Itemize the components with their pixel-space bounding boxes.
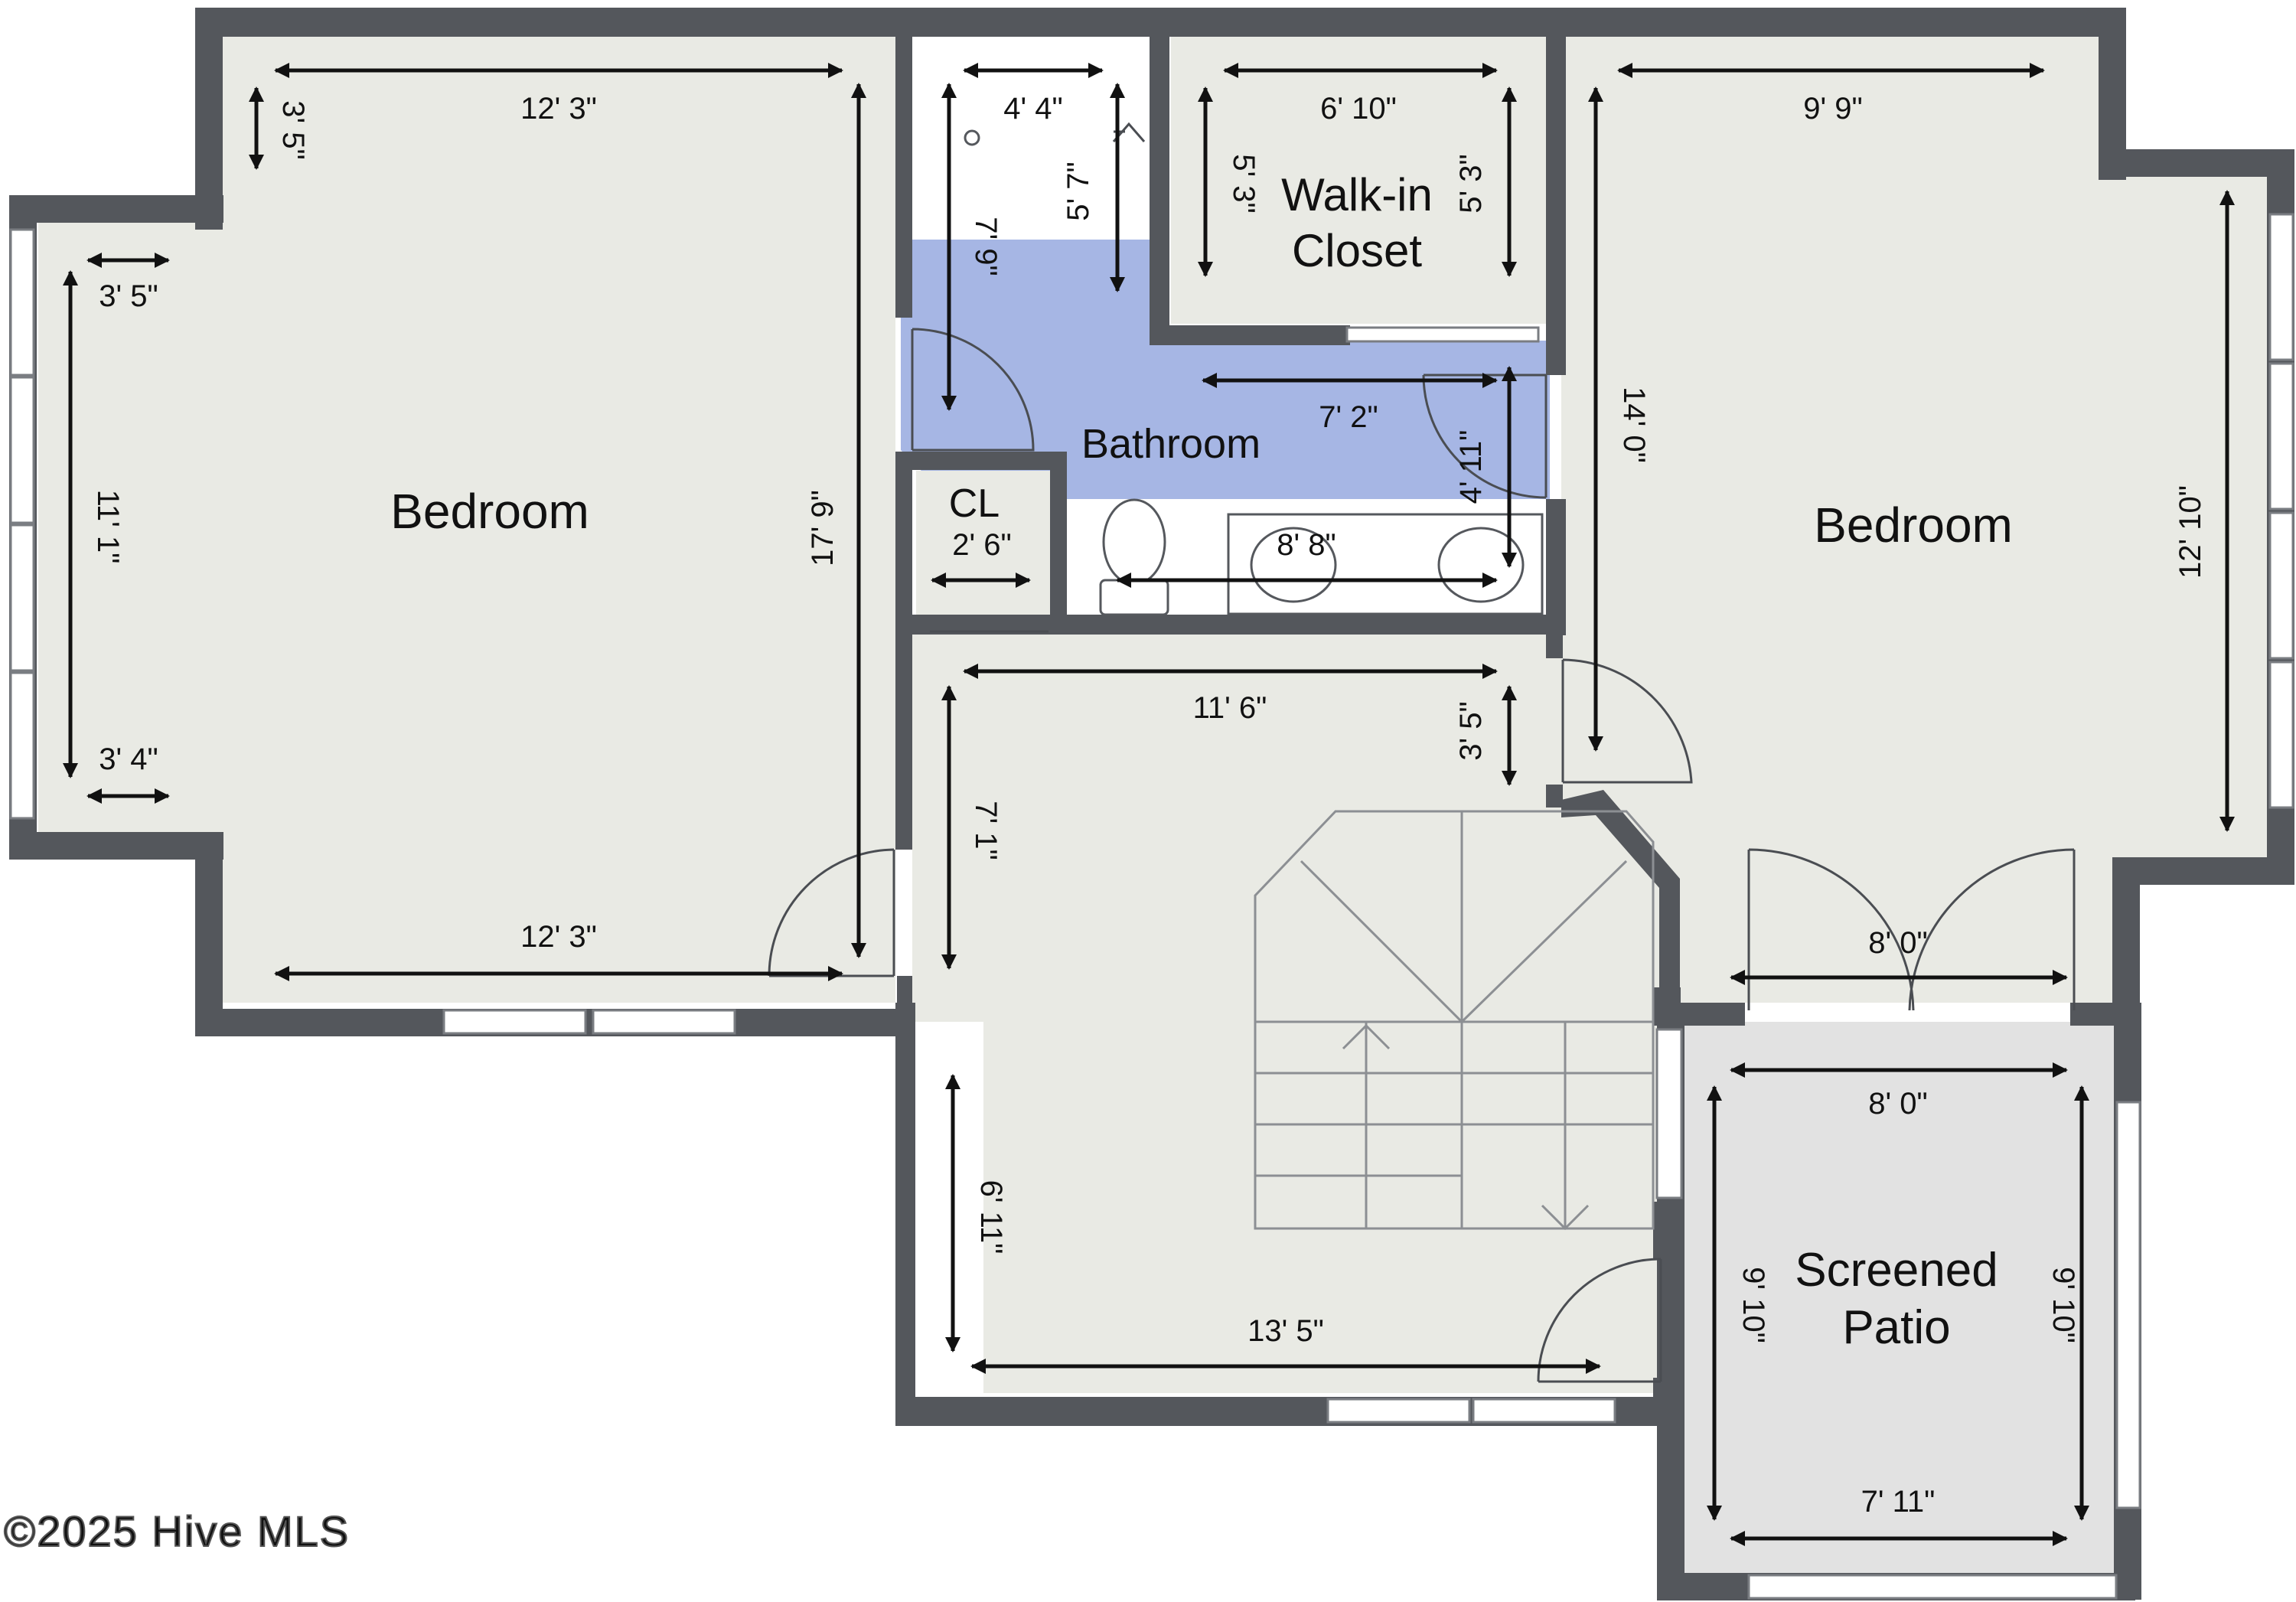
dim-walkin-width: 6' 10"	[1320, 92, 1397, 126]
dim-left-bed-bay-height: 11' 1"	[91, 490, 125, 564]
dim-right-bed-height: 14' 0"	[1617, 387, 1651, 463]
shower-drain	[964, 129, 980, 146]
floor-right-bedroom	[1561, 37, 2273, 1003]
dimension-lines	[63, 63, 2235, 1546]
floor-shower	[916, 37, 1150, 240]
dim-bath-width: 7' 2"	[1319, 400, 1378, 434]
dim-closet-width: 2' 6"	[952, 528, 1011, 562]
windows	[9, 213, 2294, 1600]
dim-shower-width: 4' 4"	[1003, 92, 1062, 126]
room-label-right-bedroom: Bedroom	[1814, 498, 2013, 553]
dim-left-bed-bay-top: 3' 5"	[99, 279, 158, 313]
dim-left-bed-top: 12' 3"	[520, 92, 597, 126]
room-label-walk-in-line1: Walk-in	[1281, 169, 1433, 220]
dim-walkin-right-height: 5' 3"	[1454, 154, 1488, 213]
floor-left-bedroom	[38, 37, 895, 1003]
dim-left-bed-bay-bottom: 3' 4"	[99, 742, 158, 776]
toilet-tank	[1099, 579, 1169, 616]
stair-up-arrow-icon	[1342, 1023, 1391, 1050]
floor-screened-patio	[1684, 1022, 2116, 1584]
dim-walkin-left-height: 5' 3"	[1227, 154, 1261, 213]
dim-hall-bottom-width: 13' 5"	[1247, 1314, 1324, 1348]
room-label-patio-line1: Screened	[1795, 1244, 1998, 1297]
staircase	[1254, 810, 1655, 1231]
dim-bath-right-height: 4' 11"	[1454, 430, 1488, 504]
dim-right-bed-top: 9' 9"	[1803, 92, 1862, 126]
dim-patio-right: 9' 10"	[2047, 1267, 2080, 1343]
dim-hall-height: 7' 1"	[969, 801, 1003, 860]
floor-closet	[916, 471, 1052, 615]
room-label-patio-line2: Patio	[1842, 1301, 1950, 1354]
stair-down-arrow-icon	[1541, 1204, 1590, 1231]
dim-vanity-width: 8' 8"	[1277, 528, 1336, 562]
room-label-walk-in-line2: Closet	[1292, 225, 1422, 276]
dimension-labels: 12' 3" 3' 5" 3' 5" 11' 1" 3' 4" 17' 9" 1…	[91, 92, 2207, 1519]
dim-patio-door: 8' 0"	[1868, 926, 1927, 960]
room-label-closet: CL	[949, 481, 1000, 526]
dim-bath-height: 7' 9"	[969, 217, 1003, 276]
dim-hall-top-width: 11' 6"	[1193, 691, 1267, 725]
floors	[38, 37, 2273, 1584]
dim-patio-left: 9' 10"	[1737, 1267, 1770, 1343]
room-labels: Bedroom Bathroom CL Walk-in Closet Bedro…	[390, 169, 2013, 1354]
copyright-watermark: ©2025 Hive MLS	[4, 1507, 350, 1555]
dim-patio-top: 8' 0"	[1868, 1087, 1927, 1121]
floor-hallway	[912, 634, 1668, 1393]
dim-hall-notch: 3' 5"	[1454, 701, 1488, 760]
dim-left-bed-bottom: 12' 3"	[520, 920, 597, 954]
room-label-left-bedroom: Bedroom	[390, 484, 589, 539]
floor-walk-in-closet	[1171, 37, 1546, 324]
dim-hall-lower-height: 6' 11"	[974, 1180, 1008, 1255]
room-label-bathroom: Bathroom	[1081, 421, 1261, 467]
dim-left-bed-height: 17' 9"	[806, 490, 840, 566]
dim-shower-depth: 5' 7"	[1062, 162, 1095, 220]
toilet-bowl	[1102, 498, 1166, 586]
dim-patio-bottom: 7' 11"	[1861, 1485, 1936, 1519]
dim-right-bed-bay: 12' 10"	[2174, 485, 2207, 579]
dim-left-bed-notch: 3' 5"	[276, 100, 310, 159]
